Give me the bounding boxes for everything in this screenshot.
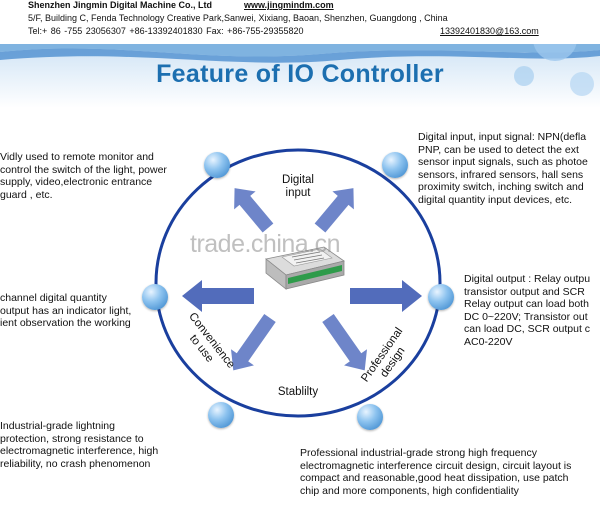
website-link[interactable]: www.jingmindm.com (244, 0, 334, 10)
feature-ring (154, 148, 442, 418)
desc-top-right: Digital input, input signal: NPN(defla P… (418, 131, 588, 207)
desc-line: digital quantity input devices, etc. (418, 193, 573, 206)
desc-bottom: Professional industrial-grade strong hig… (300, 447, 571, 497)
desc-line: Digital input, input signal: NPN(defla (418, 131, 587, 143)
desc-line: Industrial-grade lightning (0, 420, 115, 432)
desc-line: PNP, can be used to detect the ext (418, 143, 579, 156)
node-top-right (382, 152, 408, 178)
desc-line: output has an indicator light, (0, 304, 132, 317)
desc-line: chip and more components, high confident… (300, 484, 519, 497)
arrow-up-right (314, 188, 354, 233)
title-banner (0, 44, 600, 108)
company-address: 5/F, Building C, Fenda Technology Creati… (28, 13, 448, 23)
desc-line: Relay output can load both (464, 298, 589, 311)
desc-line: channel digital quantity (0, 292, 107, 304)
desc-line: electromagnetic interference, high (0, 445, 159, 458)
io-controller-image (265, 246, 345, 290)
desc-line: control the switch of the light, power (0, 163, 167, 176)
contact-phones: Tel:+ 86 -755 23056307 +86-13392401830 F… (28, 26, 304, 36)
desc-line: Professional industrial-grade strong hig… (300, 447, 537, 459)
label-digital-input-line1: Digital (282, 174, 314, 186)
desc-line: supply, video,electronic entrance (0, 176, 153, 189)
desc-line: reliability, no crash phenomenon (0, 457, 151, 470)
desc-line: electromagnetic interference circuit des… (300, 459, 572, 472)
desc-line: proximity switch, inching switch and (418, 181, 584, 194)
desc-line: AC0-220V (464, 335, 513, 348)
arrow-down-left (231, 313, 276, 371)
contact-email[interactable]: 13392401830@163.com (440, 26, 539, 36)
desc-mid-right: Digital output : Relay outpu transistor … (464, 273, 590, 349)
desc-bottom-left: Industrial-grade lightning protection, s… (0, 420, 158, 470)
desc-line: guard , etc. (0, 188, 53, 201)
arrow-up-left (234, 188, 274, 233)
desc-line: Vidly used to remote monitor and (0, 151, 154, 163)
label-digital-input-line2: input (285, 187, 311, 199)
node-top-left (204, 152, 230, 178)
arrow-down-right (322, 313, 367, 371)
node-left (142, 284, 168, 310)
desc-line: transistor output and SCR (464, 285, 585, 298)
desc-line: compact and reasonable,good heat dissipa… (300, 472, 569, 485)
desc-top-left: Vidly used to remote monitor and control… (0, 151, 167, 201)
desc-line: protection, strong resistance to (0, 432, 144, 445)
node-bottom-left (208, 402, 234, 428)
company-name: Shenzhen Jingmin Digital Machine Co., Lt… (28, 0, 213, 10)
desc-line: DC 0~220V; Transistor out (464, 310, 588, 323)
desc-line: can load DC, SCR output c (464, 323, 591, 336)
desc-line: ient observation the working (0, 317, 131, 330)
desc-line: Digital output : Relay outpu (464, 273, 591, 285)
arrow-left (182, 280, 254, 312)
desc-line: sensor input signals, such as photoe (418, 156, 588, 169)
watermark-text: trade.china.cn (190, 230, 341, 258)
label-stability: Stablilty (277, 386, 319, 398)
node-bottom-right (357, 404, 383, 430)
desc-line: sensors, infrared sensors, hall sens (418, 168, 584, 181)
node-right (428, 284, 454, 310)
label-digital-input: Digital input (272, 174, 324, 200)
arrow-right (350, 280, 422, 312)
desc-mid-left: channel digital quantity output has an i… (0, 292, 131, 330)
page-title: Feature of IO Controller (156, 60, 444, 88)
